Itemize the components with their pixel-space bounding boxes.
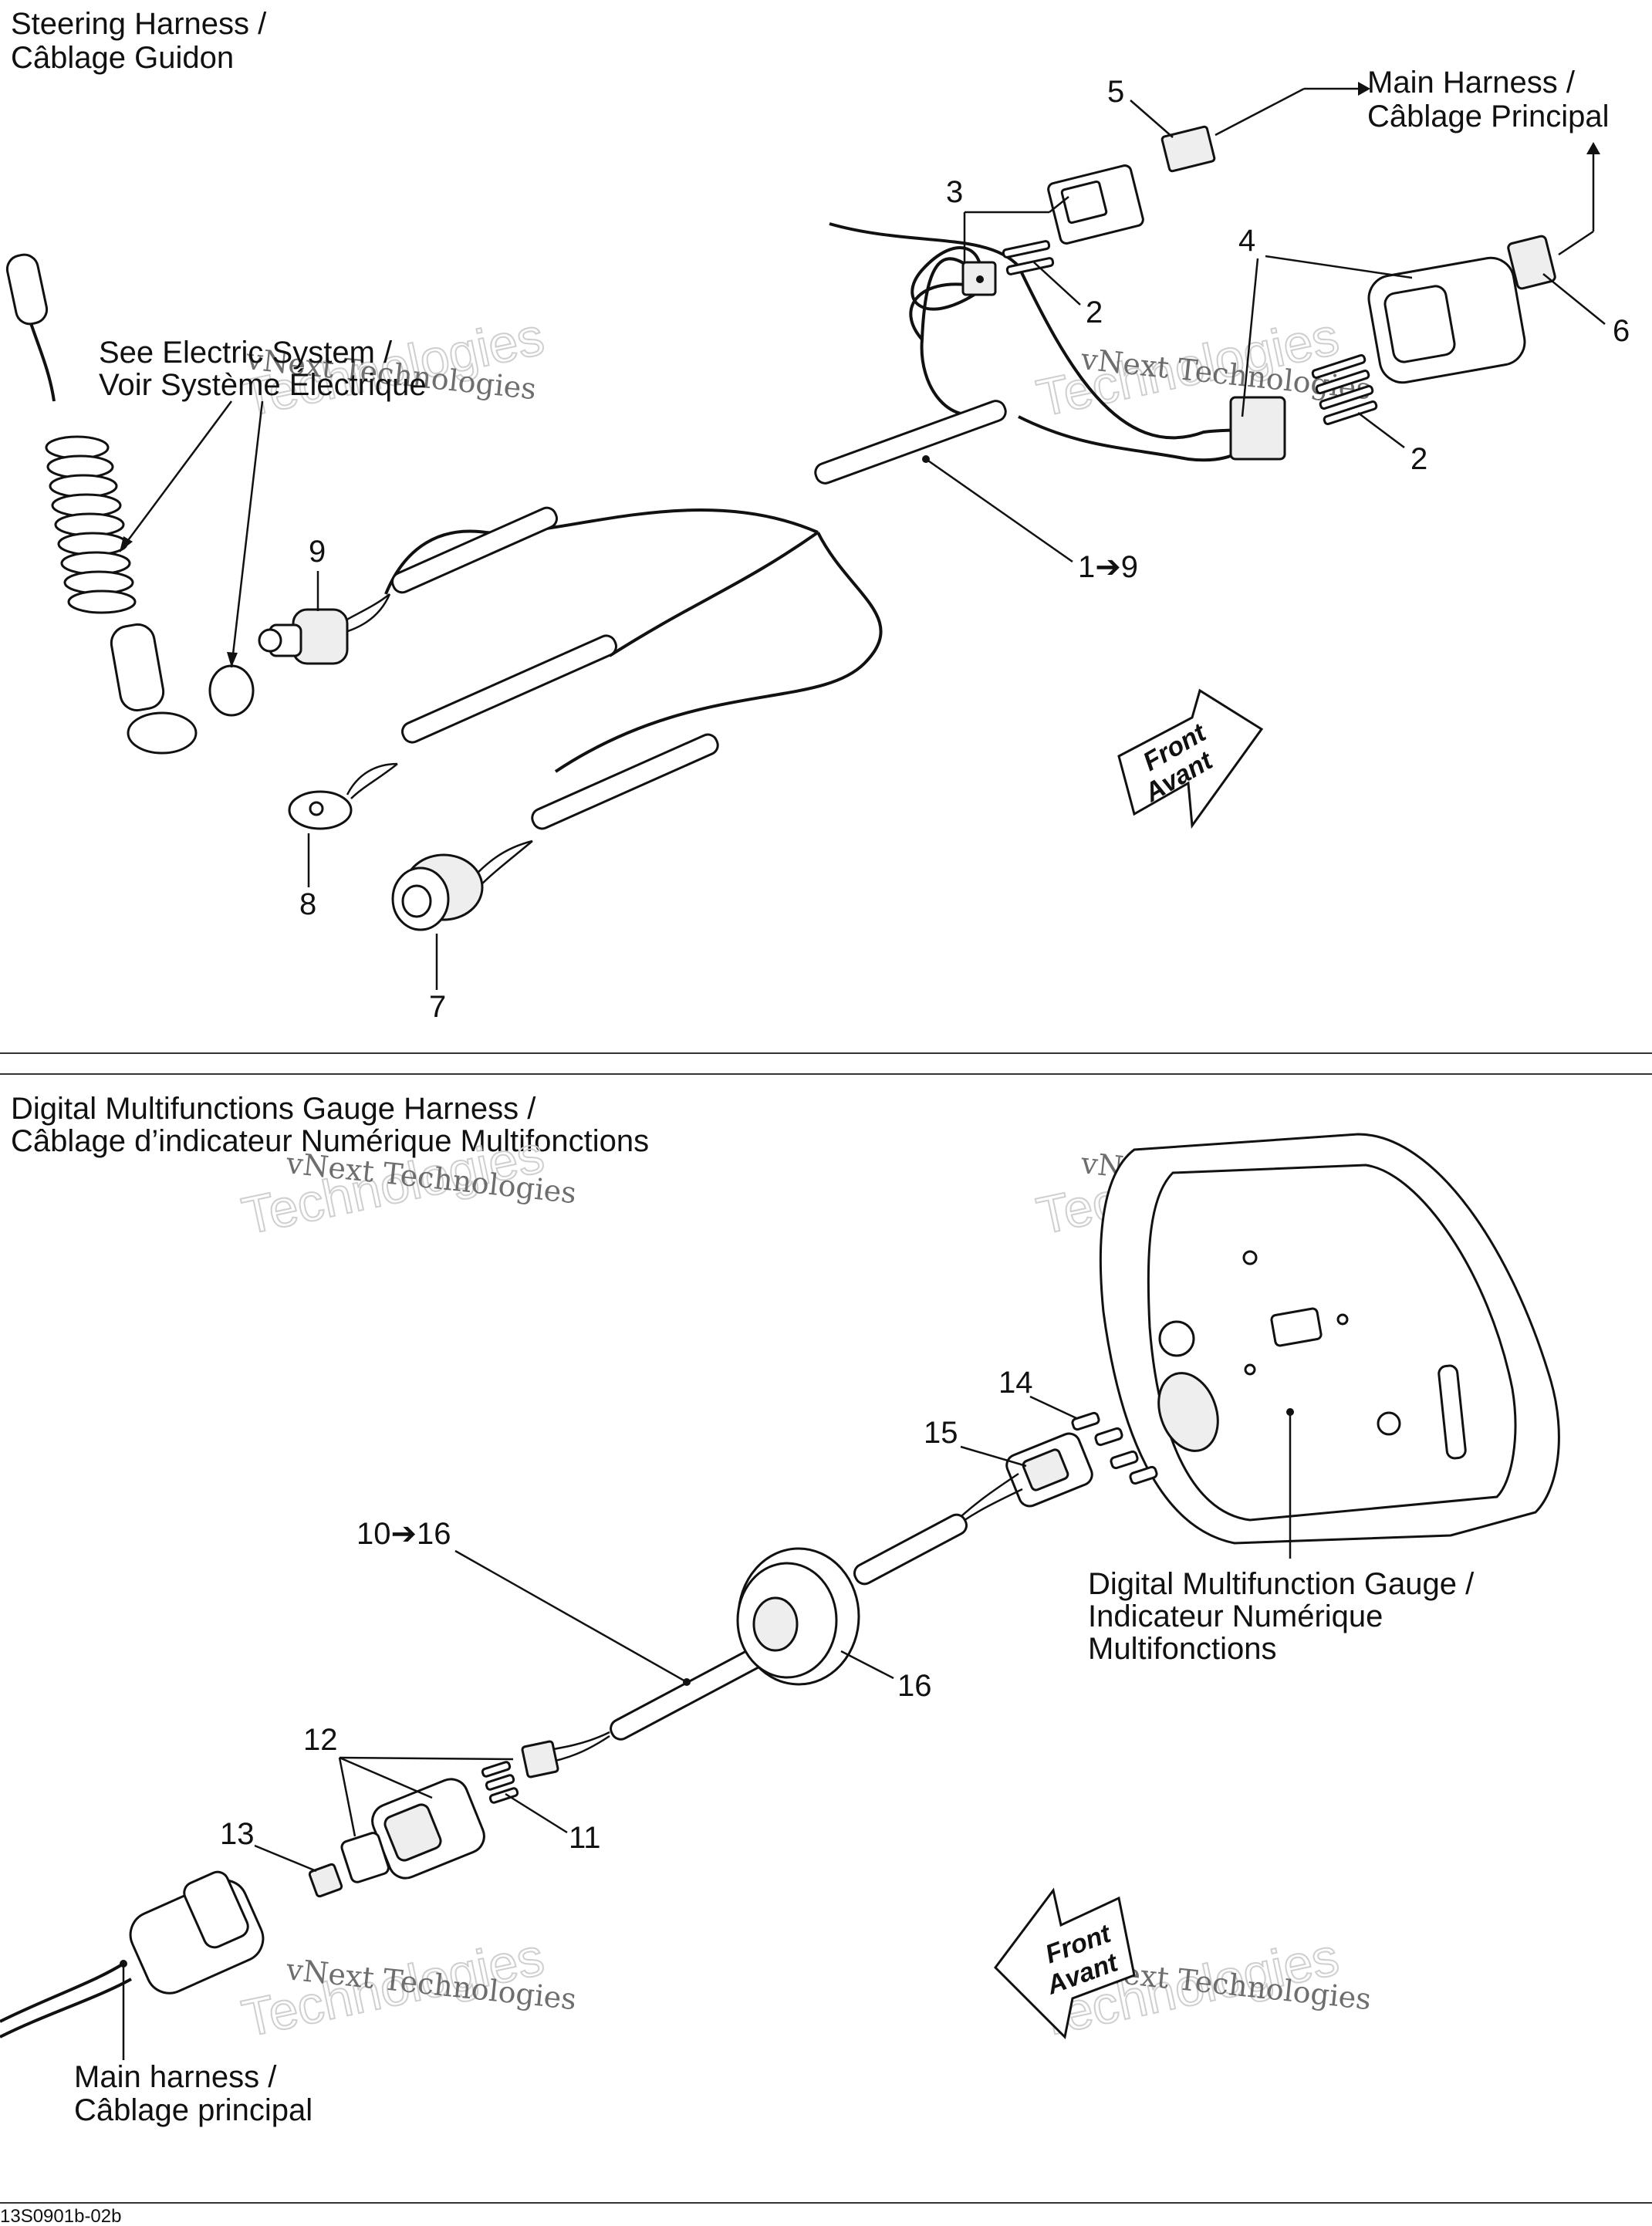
main-harness-bottom-label-1: Main harness /	[74, 2060, 277, 2094]
main-harness-plug	[0, 1870, 265, 2039]
gauge-title-line1: Digital Multifunctions Gauge Harness /	[11, 1092, 536, 1126]
part-number-2-right: 2	[1410, 442, 1427, 476]
digital-multifunction-gauge	[1099, 1133, 1560, 1545]
plate-part-11	[481, 1740, 559, 1804]
electric-system-label-2: Voir Système Électrique	[99, 367, 427, 402]
part-number-9: 9	[309, 535, 326, 569]
main-harness-arrow-line	[1215, 87, 1305, 137]
part-number-5: 5	[1107, 75, 1124, 109]
part-number-2-top: 2	[1086, 296, 1103, 329]
front-direction-arrow-bottom: Front Avant	[994, 1887, 1136, 2040]
part-number-1-to-9: 1➔9	[1078, 550, 1138, 584]
part-number-4: 4	[1238, 224, 1255, 258]
grommet-part-16	[736, 1547, 860, 1686]
gauge-label-2: Indicateur Numérique	[1088, 1599, 1383, 1633]
connector-part-4	[1018, 256, 1526, 462]
connector-part-3	[910, 246, 997, 311]
connector-part-15	[1005, 1432, 1093, 1508]
lock-tab-part-5	[1160, 125, 1216, 173]
electric-system-leader	[118, 400, 233, 552]
part-number-11: 11	[569, 1821, 601, 1855]
steering-title-line1: Steering Harness /	[11, 7, 267, 41]
main-harness-arrow-line	[1558, 230, 1594, 256]
tether-cord	[5, 253, 255, 755]
electric-system-leader	[230, 400, 264, 668]
gauge-label-1: Digital Multifunction Gauge /	[1088, 1567, 1475, 1601]
pins-part-2-right	[1311, 353, 1378, 426]
part-number-15: 15	[924, 1416, 958, 1450]
watermark-bottom-left: Technologies vNext Technologies	[236, 1927, 578, 2049]
part-number-10-to-16: 10➔16	[356, 1517, 451, 1551]
main-harness-bottom-label-2: Câblage principal	[74, 2093, 312, 2127]
electric-system-label-1: See Electric System /	[99, 336, 393, 370]
ring-terminal-part-8	[288, 762, 398, 830]
main-harness-top-label-2: Câblage Principal	[1367, 100, 1610, 133]
seal-part-6	[1507, 235, 1556, 290]
part-number-16: 16	[897, 1669, 932, 1703]
branch-sheath	[390, 506, 559, 594]
front-direction-arrow-top: Front Avant	[1117, 688, 1264, 829]
part-number-6: 6	[1613, 314, 1630, 348]
part-number-7: 7	[429, 990, 446, 1024]
housing-part-3	[1047, 164, 1144, 245]
terminals-part-14	[1071, 1411, 1158, 1485]
part-number-14: 14	[998, 1366, 1033, 1400]
branch-sheath	[401, 634, 617, 744]
lock-part-13	[308, 1863, 343, 1898]
part-number-8: 8	[299, 887, 316, 921]
part-number-3: 3	[946, 175, 963, 209]
switch-part-9	[258, 593, 391, 665]
steering-title-line2: Câblage Guidon	[11, 41, 234, 75]
round-connector-part-7	[391, 839, 533, 931]
main-harness-trunk	[384, 222, 1266, 773]
main-harness-top-label-1: Main Harness /	[1367, 66, 1576, 100]
part-number-12: 12	[303, 1723, 338, 1757]
gauge-title-line2: Câblage d’indicateur Numérique Multifonc…	[11, 1124, 649, 1158]
branch-sheath	[531, 733, 719, 830]
connector-part-12	[340, 1778, 485, 1883]
gauge-label-3: Multifonctions	[1088, 1632, 1277, 1666]
part-number-13: 13	[220, 1817, 255, 1851]
drawing-code: 13S0901b-02b	[0, 2206, 121, 2226]
pins-part-2-top	[1002, 240, 1055, 275]
